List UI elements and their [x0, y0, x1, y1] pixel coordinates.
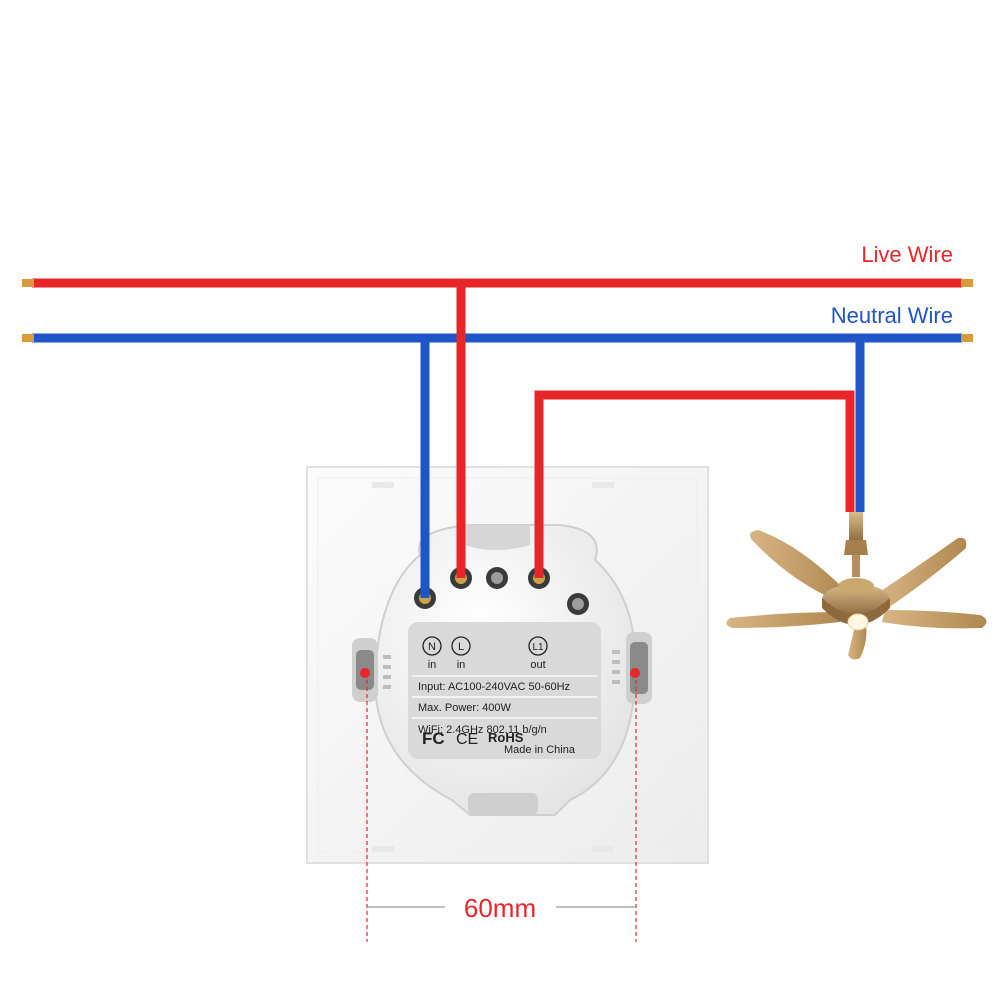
svg-text:L1: L1: [532, 642, 544, 653]
terminal-badge-l: L in: [451, 636, 471, 671]
ceiling-fan: [726, 512, 987, 660]
ce-mark: CE: [456, 731, 478, 748]
spec-label: N in L in L1 out Input: AC100-240VAC 50-…: [408, 622, 601, 759]
fan-blade-left: [750, 530, 845, 600]
spec-wifi: WiFi: 2.4GHz 802.11 b/g/n: [418, 724, 547, 736]
terminal-badge-l1: L1 out: [528, 636, 548, 671]
made-in-label: Made in China: [504, 744, 576, 756]
right-clip: [626, 632, 652, 704]
svg-text:N: N: [428, 641, 436, 653]
svg-text:in: in: [428, 659, 437, 671]
live-wire-label: Live Wire: [861, 242, 953, 267]
svg-text:in: in: [457, 659, 466, 671]
svg-text:out: out: [530, 659, 545, 671]
fan-blade-right-top: [875, 537, 967, 610]
right-hole-marker: [630, 668, 640, 678]
terminal-badge-n: N in: [422, 636, 442, 671]
wires: [22, 278, 973, 598]
left-hole-marker: [360, 668, 370, 678]
switch-module: N in L in L1 out Input: AC100-240VAC 50-…: [352, 524, 652, 816]
spec-input: Input: AC100-240VAC 50-60Hz: [418, 681, 570, 693]
rohs-mark: RoHS: [488, 730, 524, 745]
neutral-wire-label: Neutral Wire: [831, 303, 953, 328]
dimension-label: 60mm: [464, 893, 536, 923]
mounting-dimension: 60mm: [360, 668, 640, 942]
fan-blade-bottom: [848, 625, 867, 660]
neutral-wire-main: [22, 333, 973, 343]
svg-text:L: L: [458, 641, 464, 653]
fc-mark: FC: [422, 729, 445, 748]
switched-live-to-fan: [534, 390, 855, 578]
live-wire-main: [22, 278, 973, 288]
fan-blade-left-low: [726, 612, 840, 628]
fan-blade-right: [882, 610, 987, 629]
spec-power: Max. Power: 400W: [418, 702, 512, 714]
